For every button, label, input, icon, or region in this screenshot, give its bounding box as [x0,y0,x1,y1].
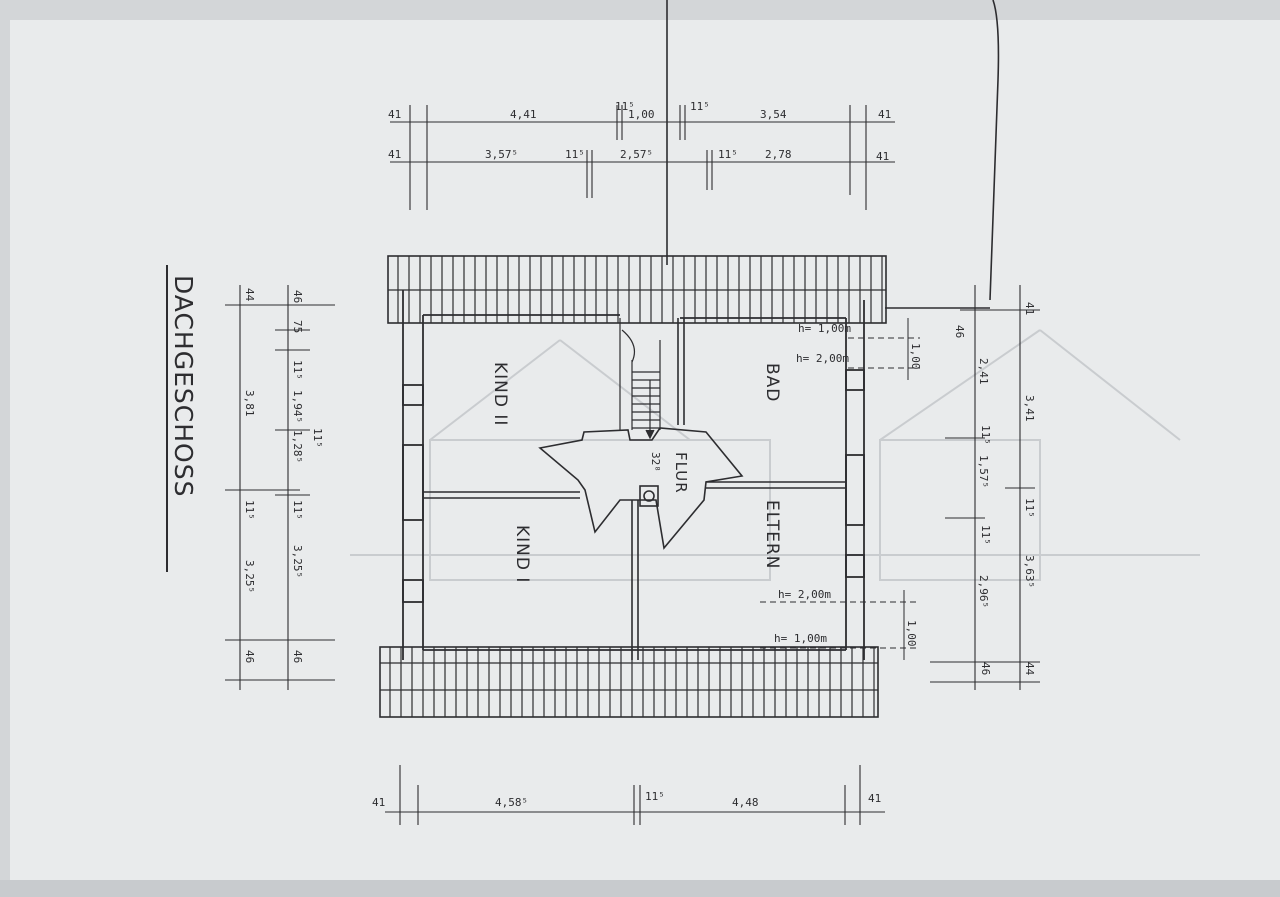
dimension-label: 11⁵ [243,500,256,520]
dimension-lines-top [390,105,895,210]
dimension-label: 3,25⁵ [291,545,304,578]
room-label-flur: FLUR [672,452,690,494]
dimension-label: 2,41 [977,358,990,385]
reference-line-curved [989,0,1000,301]
room-label-kind-i: KIND I [512,525,532,583]
staircase [619,318,661,440]
height-note-1m-bottom: h= 1,00m [774,632,827,645]
dimension-label: 3,54 [760,108,787,121]
dimension-label: 3,57⁵ [485,148,518,161]
dimension-label: 11⁵ [565,148,585,161]
dimension-label: 1,94⁵ [291,390,304,423]
dimension-label: 41 [372,796,385,809]
stair-note: 32⁸ [649,452,662,472]
dimension-label: 11⁵ [1023,498,1036,518]
vertical-dimension-top: 1,00 [909,343,922,370]
dimension-label: 41 [878,108,891,121]
dimension-label: 11⁵ [291,360,304,380]
dimension-lines-bottom [385,765,885,825]
dimension-label: 1,57⁵ [977,455,990,488]
outer-walls [402,290,865,660]
dimension-label: 44 [1023,662,1036,676]
height-note-2m-top: h= 2,00m [796,352,849,365]
height-note-2m-bottom: h= 2,00m [778,588,831,601]
dimension-label: 75 [291,320,304,333]
dimension-label: 46 [291,290,304,303]
dimension-label: 11⁵ [311,428,324,448]
dimension-label: 11⁵ [291,500,304,520]
dimension-label: 4,41 [510,108,537,121]
dimension-label: 11⁵ [645,790,665,803]
dimension-label: 46 [979,662,992,675]
dimension-label: 11⁵ [979,525,992,545]
dimension-label: 4,58⁵ [495,796,528,809]
dimension-label: 1,28⁵ [291,430,304,463]
dimension-label: 3,25⁵ [243,560,256,593]
dimension-label: 41 [1023,302,1036,315]
dimension-label: 11⁵ [979,425,992,445]
dimension-label: 3,81 [243,390,256,417]
room-label-bad: BAD [762,363,782,402]
room-label-kind-ii: KIND II [490,362,510,426]
dimension-label: 46 [243,650,256,663]
dimension-label: 46 [291,650,304,663]
dimension-label: 41 [388,108,401,121]
dimension-label: 11⁵ [690,100,710,113]
roof-hatch-bottom [379,646,879,718]
roof-hatch-top [387,255,887,324]
dimension-lines-left [225,285,335,690]
dimension-label: 4,48 [732,796,759,809]
plan-title: DACHGESCHOSS [169,275,198,497]
dimension-label: 44 [243,288,256,302]
dimension-label: 41 [388,148,401,161]
dimension-label: 2,96⁵ [977,575,990,608]
dimension-label: 46 [953,325,966,338]
height-note-1m-top: h= 1,00m [798,322,851,335]
interior-walls [423,318,846,660]
dimension-label: 3,63⁵ [1023,555,1036,588]
dimension-label: 11⁵ [718,148,738,161]
dimension-label: 2,57⁵ [620,148,653,161]
paper-sheet [10,20,1280,890]
dimension-label: 3,41 [1023,395,1036,422]
dimension-label: 11⁵ [615,100,635,113]
faint-background-sketch [350,329,1200,581]
dimension-label: 41 [868,792,881,805]
vertical-dimension-bottom: 1,00 [905,620,918,647]
dimension-lines-right [930,285,1040,690]
dimension-label: 1,00 [628,108,655,121]
dimension-label: 41 [876,150,889,163]
room-label-eltern: ELTERN [762,500,782,570]
dimension-label: 2,78 [765,148,792,161]
